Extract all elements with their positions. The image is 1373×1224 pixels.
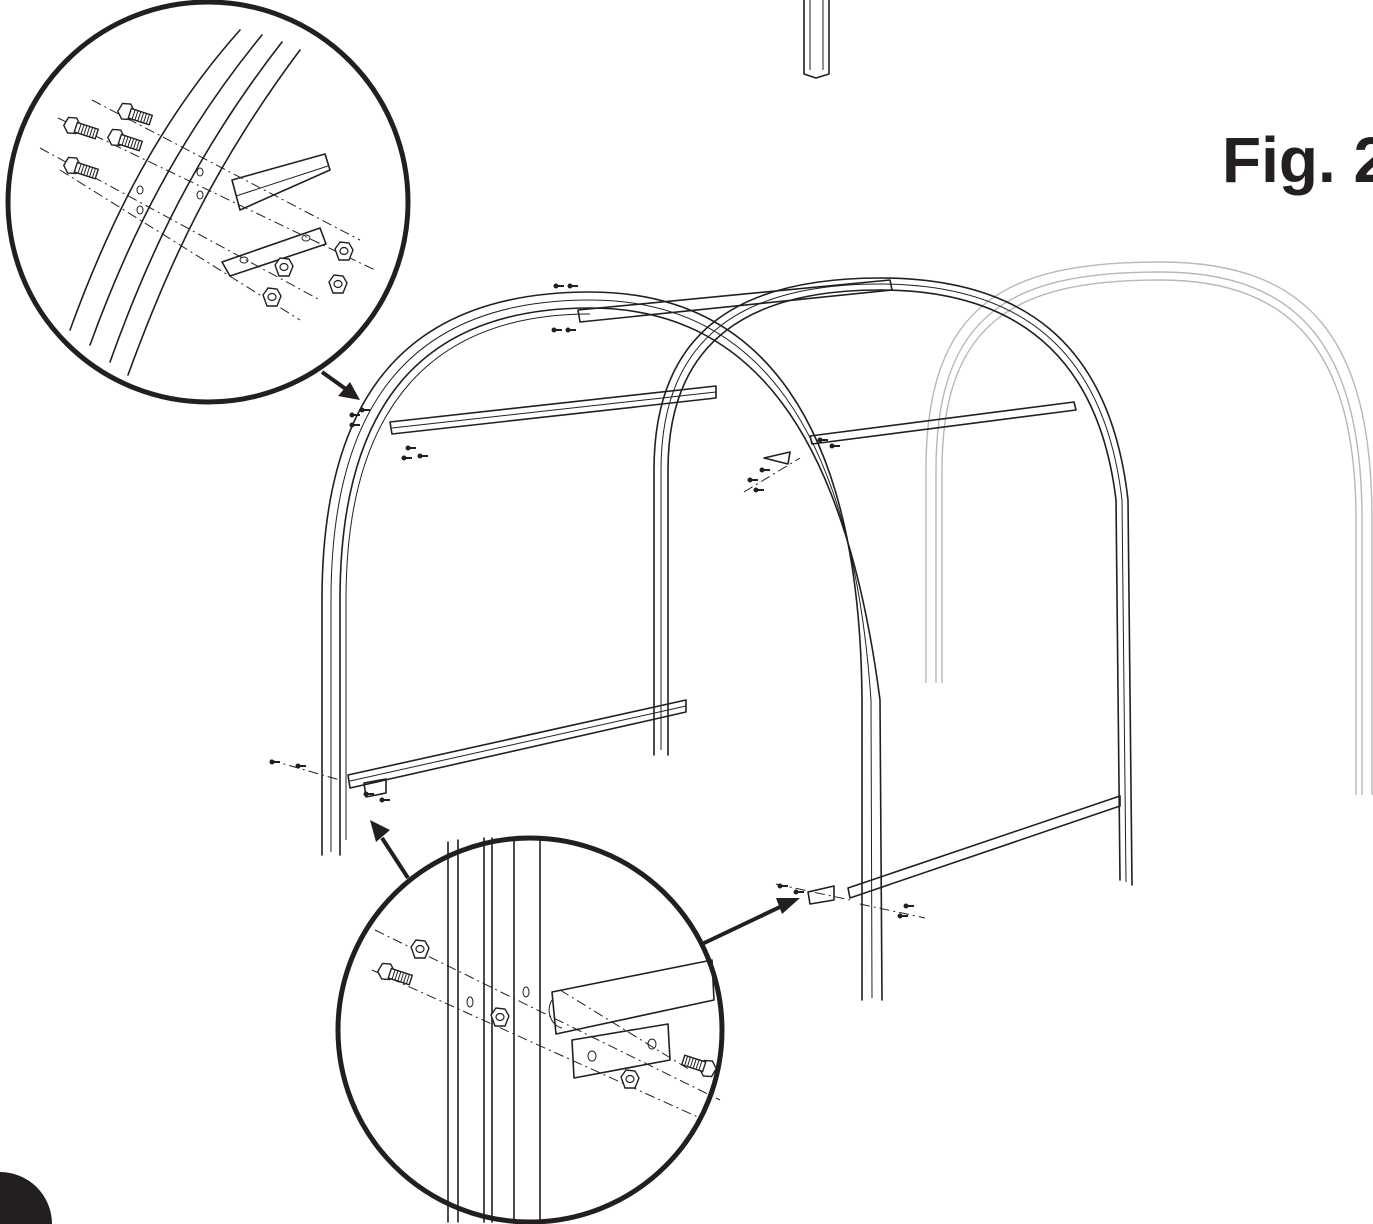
roof-rails (389, 279, 1077, 445)
pointer-arrow-icon (370, 820, 390, 842)
hex-nut-icon (490, 1007, 510, 1027)
frame-fasteners (268, 282, 926, 920)
hex-nut-icon (620, 1069, 640, 1089)
pointer-arrow-icon (338, 382, 360, 400)
pointer-arrow-icon (776, 898, 800, 914)
base-rails (347, 699, 1121, 899)
step-badge (0, 1172, 52, 1224)
hex-nut-icon (334, 241, 354, 261)
pointer-arrows (320, 370, 800, 947)
detail-circle-top (5, 0, 411, 405)
top-post (803, 0, 830, 79)
ghost-arch (925, 261, 1373, 795)
back-arch (653, 277, 1133, 886)
detail-circle-bottom (335, 835, 725, 1224)
hex-nut-icon (328, 274, 348, 294)
figure-label: Fig. 2 (1222, 124, 1373, 196)
hex-nut-icon (410, 939, 430, 959)
hex-nut-icon (262, 287, 282, 307)
hex-nut-icon (274, 257, 294, 277)
